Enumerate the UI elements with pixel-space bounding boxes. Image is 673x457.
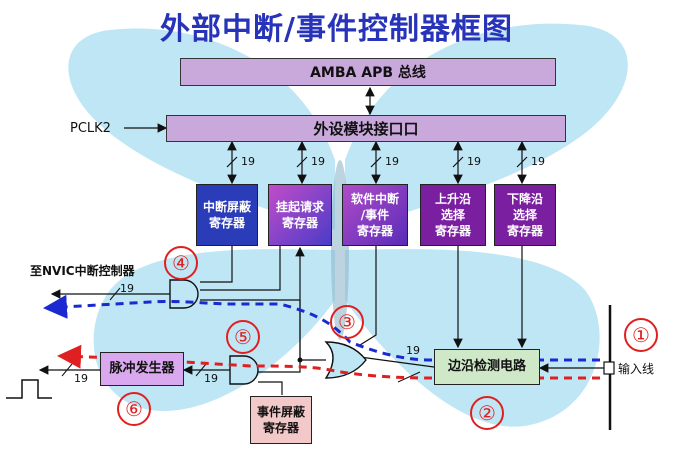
nvic-width-label: 19: [120, 282, 134, 295]
pulse-waveform-icon: [6, 379, 52, 399]
event-mask-to-and: [258, 381, 283, 395]
amba-apb-bus: AMBA APB 总线: [180, 58, 556, 86]
input-line-label: 输入线: [618, 362, 655, 376]
interrupt-path-blue: [43, 294, 600, 362]
marker-1: ①: [624, 318, 658, 352]
interrupt-mask-register: 中断屏蔽 寄存器: [196, 184, 258, 246]
edge-select-links: [453, 246, 527, 349]
page-title: 外部中断/事件控制器框图: [160, 12, 513, 47]
event-path-red: [57, 344, 600, 380]
bus-width-label-3: 19: [385, 155, 399, 168]
event-mask-register: 事件屏蔽 寄存器: [250, 396, 312, 444]
bus-width-label-1: 19: [241, 155, 255, 168]
falling-edge-select-register: 下降沿 选择 寄存器: [494, 184, 556, 246]
or-to-event-and: [258, 360, 301, 373]
pulse-width-tick: [195, 363, 207, 377]
marker-6: ⑥: [117, 392, 151, 426]
nvic-width-tick: [109, 287, 121, 301]
sw-int-to-or: [359, 246, 377, 346]
marker-4: ④: [164, 246, 198, 280]
pending-request-register: 挂起请求 寄存器: [268, 184, 332, 246]
and-gate-upper: [169, 279, 199, 309]
rising-edge-select-register: 上升沿 选择 寄存器: [420, 184, 486, 246]
peripheral-interface: 外设模块接口口: [166, 115, 566, 142]
or-gate: [324, 341, 367, 379]
and-gate-lower: [229, 355, 259, 385]
software-interrupt-event-register: 软件中断 /事件 寄存器: [342, 184, 408, 246]
edge-detect-output: [359, 356, 435, 368]
edge-detect-width-tick: [397, 371, 421, 383]
int-mask-to-and: [200, 246, 233, 283]
pending-to-and: [200, 246, 281, 291]
bus-width-label-2: 19: [311, 155, 325, 168]
pulse-width-label: 19: [204, 372, 218, 385]
marker-3: ③: [330, 305, 364, 339]
input-terminal: [603, 361, 615, 375]
bus-width-label-4: 19: [467, 155, 481, 168]
marker-2: ②: [470, 396, 504, 430]
pulse-out-width-label: 19: [74, 372, 88, 385]
pclk-label: PCLK2: [70, 121, 111, 136]
register-bus-links: [226, 140, 528, 185]
or-to-int-and: [200, 299, 301, 360]
butterfly-wing-lower-right: [345, 249, 600, 427]
bus-width-label-5: 19: [531, 155, 545, 168]
edge-width-label: 19: [406, 344, 420, 357]
marker-5: ⑤: [226, 320, 260, 354]
pulse-generator: 脉冲发生器: [100, 352, 184, 386]
to-nvic-label: 至NVIC中断控制器: [30, 264, 135, 278]
edge-detect-circuit: 边沿检测电路: [434, 349, 540, 385]
